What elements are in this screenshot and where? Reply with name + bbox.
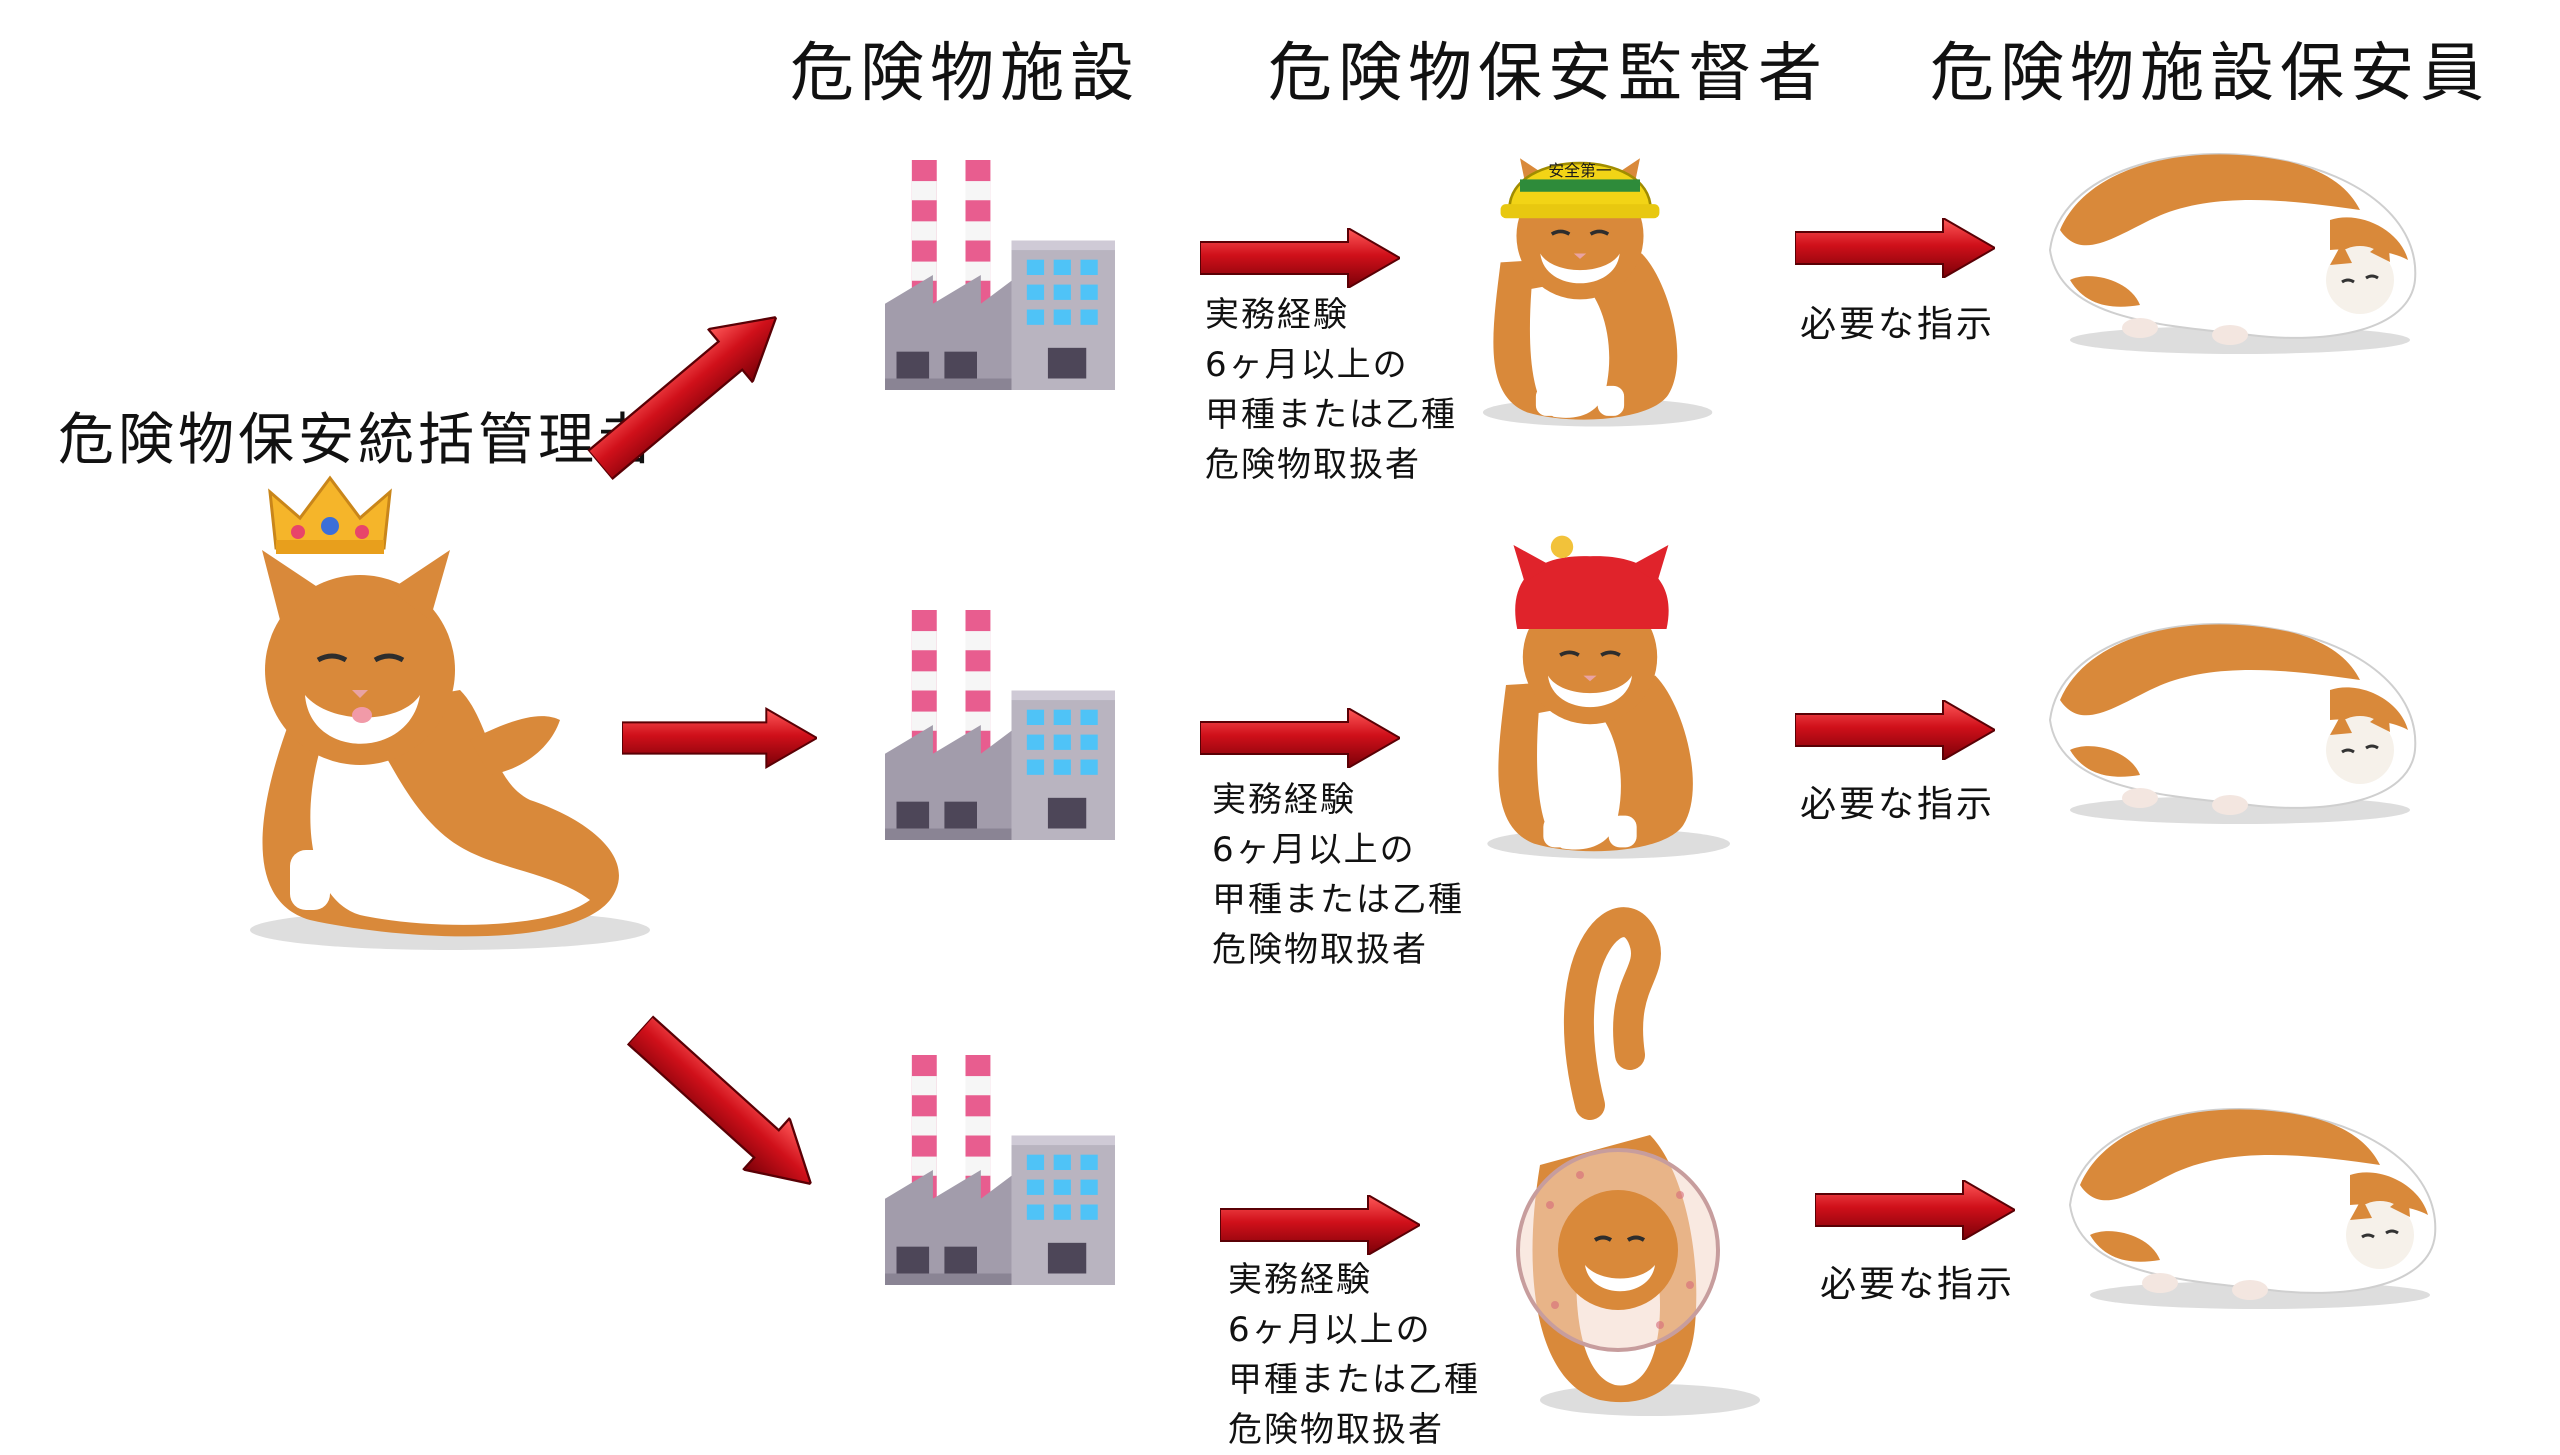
arrow-supervisor-to-staff-3 bbox=[1815, 1180, 2015, 1240]
arrow-supervisor-to-staff-1 bbox=[1795, 218, 1995, 278]
requirement-text-3: 実務経験 6ヶ月以上の 甲種または乙種 危険物取扱者 bbox=[1228, 1260, 1480, 1450]
arrow-facility-to-supervisor-2 bbox=[1200, 708, 1400, 768]
instruction-text-1: 必要な指示 bbox=[1800, 304, 1996, 345]
supervisor-cat-redhat-image bbox=[1450, 505, 1730, 865]
header-facility: 危険物施設 bbox=[790, 37, 1140, 111]
arrow-facility-to-supervisor-1 bbox=[1200, 228, 1400, 288]
svg-text:安全第一: 安全第一 bbox=[1548, 161, 1612, 180]
crown-icon bbox=[268, 475, 392, 558]
header-staff: 危険物施設保安員 bbox=[1930, 37, 2490, 111]
header-supervisor: 危険物保安監督者 bbox=[1268, 37, 1828, 111]
staff-cat-lying-image bbox=[2030, 130, 2430, 360]
supervisor-cat-cone-image bbox=[1480, 905, 1760, 1425]
requirement-text-1: 実務経験 6ヶ月以上の 甲種または乙種 危険物取扱者 bbox=[1205, 295, 1457, 485]
instruction-text-2: 必要な指示 bbox=[1800, 784, 1996, 825]
arrow-supervisor-to-staff-2 bbox=[1795, 700, 1995, 760]
instruction-text-3: 必要な指示 bbox=[1820, 1264, 2016, 1305]
manager-cat-image bbox=[170, 520, 650, 960]
arrow-manager-to-facility-3 bbox=[616, 1003, 835, 1210]
factory-icon bbox=[885, 610, 1115, 840]
supervisor-cat-hardhat-image: 安全第一 bbox=[1430, 130, 1730, 430]
arrow-manager-to-facility-2 bbox=[622, 705, 817, 771]
requirement-text-2: 実務経験 6ヶ月以上の 甲種または乙種 危険物取扱者 bbox=[1212, 780, 1464, 970]
factory-icon bbox=[885, 160, 1115, 390]
staff-cat-lying-image bbox=[2030, 600, 2430, 830]
factory-icon bbox=[885, 1055, 1115, 1285]
staff-cat-lying-image bbox=[2050, 1085, 2450, 1315]
arrow-manager-to-facility-1 bbox=[577, 290, 799, 492]
top-manager-title: 危険物保安統括管理者 bbox=[58, 408, 658, 473]
arrow-facility-to-supervisor-3 bbox=[1220, 1195, 1420, 1255]
